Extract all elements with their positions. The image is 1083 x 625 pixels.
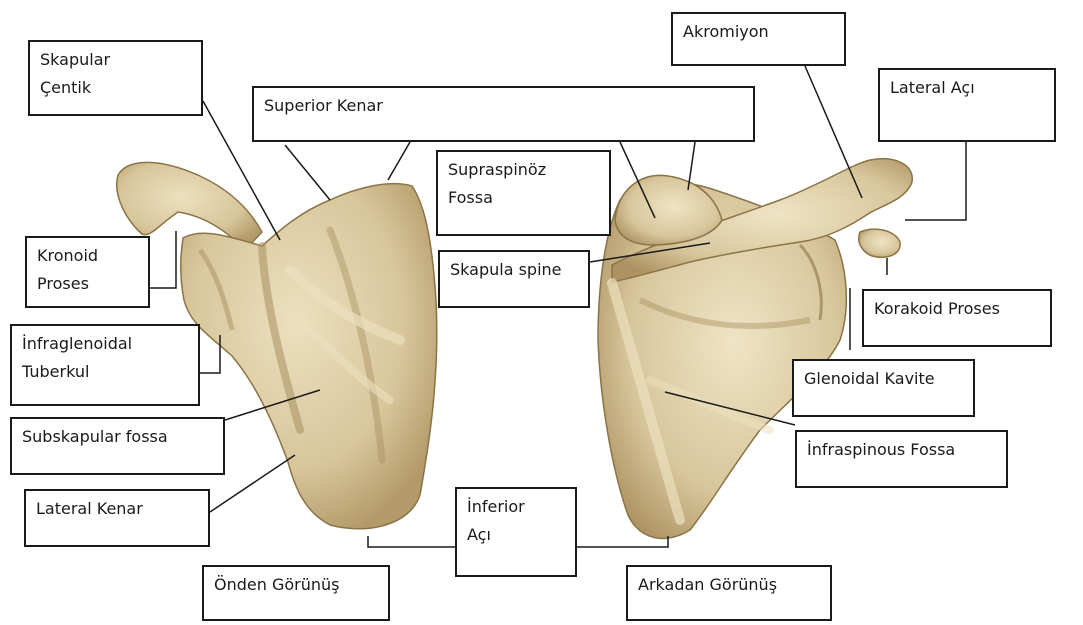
supraspinous-region: [615, 175, 722, 245]
label-korakoid-proses: Korakoid Proses: [862, 289, 1052, 347]
label-arkadan-gorunus: Arkadan Görünüş: [626, 565, 832, 621]
label-skapula-spine: Skapula spine: [438, 250, 590, 308]
label-onden-gorunus: Önden Görünüş: [202, 565, 390, 621]
leader-lateral-aci: [905, 142, 966, 220]
label-supraspinoz-fossa: Supraspinöz Fossa: [436, 150, 611, 236]
label-superior-kenar: Superior Kenar: [252, 86, 755, 142]
leader-inferior-aci-left: [368, 536, 455, 547]
leader-superior-kenar-b: [388, 142, 410, 180]
label-akromiyon: Akromiyon: [671, 12, 846, 66]
coracoid-process-posterior: [859, 229, 900, 257]
label-skapular-centik: Skapular Çentik: [28, 40, 203, 116]
label-inferior-aci: İnferior Açı: [455, 487, 577, 577]
label-infraspinous-fossa: İnfraspinous Fossa: [795, 430, 1008, 488]
label-subskapular-fossa: Subskapular fossa: [10, 417, 225, 475]
label-lateral-kenar: Lateral Kenar: [24, 489, 210, 547]
leader-superior-kenar-a: [285, 145, 330, 200]
leader-kronoid-proses: [150, 231, 176, 288]
label-glenoidal-kavite: Glenoidal Kavite: [792, 359, 975, 417]
label-infraglenoidal-tuberkul: İnfraglenoidal Tuberkul: [10, 324, 200, 406]
label-kronoid-proses: Kronoid Proses: [25, 236, 150, 308]
label-lateral-aci: Lateral Açı: [878, 68, 1056, 142]
